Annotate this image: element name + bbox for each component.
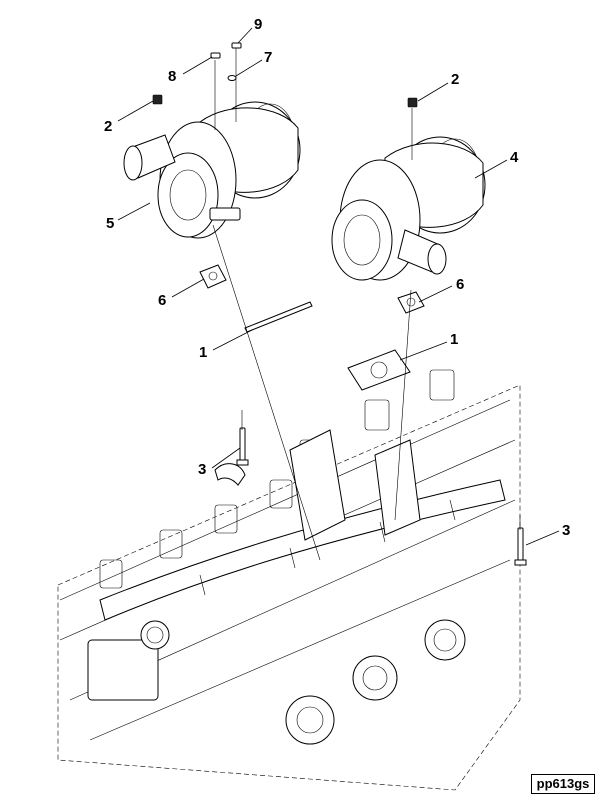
turbocharger-left — [123, 101, 301, 239]
callout-9: 9 — [254, 16, 262, 33]
callout-5: 5 — [106, 215, 114, 232]
callout-7: 7 — [264, 49, 272, 66]
callout-3-left: 3 — [198, 461, 206, 478]
callout-2-left: 2 — [104, 118, 112, 135]
assembly-lines — [212, 48, 521, 561]
small-parts — [152, 42, 527, 566]
callout-2-right: 2 — [451, 71, 459, 88]
leader-lines — [117, 27, 560, 546]
engine-block — [57, 349, 521, 791]
callout-3-right: 3 — [562, 522, 570, 539]
callout-8: 8 — [168, 68, 176, 85]
callout-1-left: 1 — [199, 344, 207, 361]
figure-reference-code: pp613gs — [531, 774, 595, 794]
callout-6-right: 6 — [456, 276, 464, 293]
turbocharger-right — [331, 136, 486, 281]
callout-6-left: 6 — [158, 292, 166, 309]
callout-4: 4 — [510, 149, 519, 166]
callout-labels: 9 7 8 2 2 4 5 6 6 1 1 3 3 — [104, 16, 570, 539]
callout-1-right: 1 — [450, 331, 458, 348]
